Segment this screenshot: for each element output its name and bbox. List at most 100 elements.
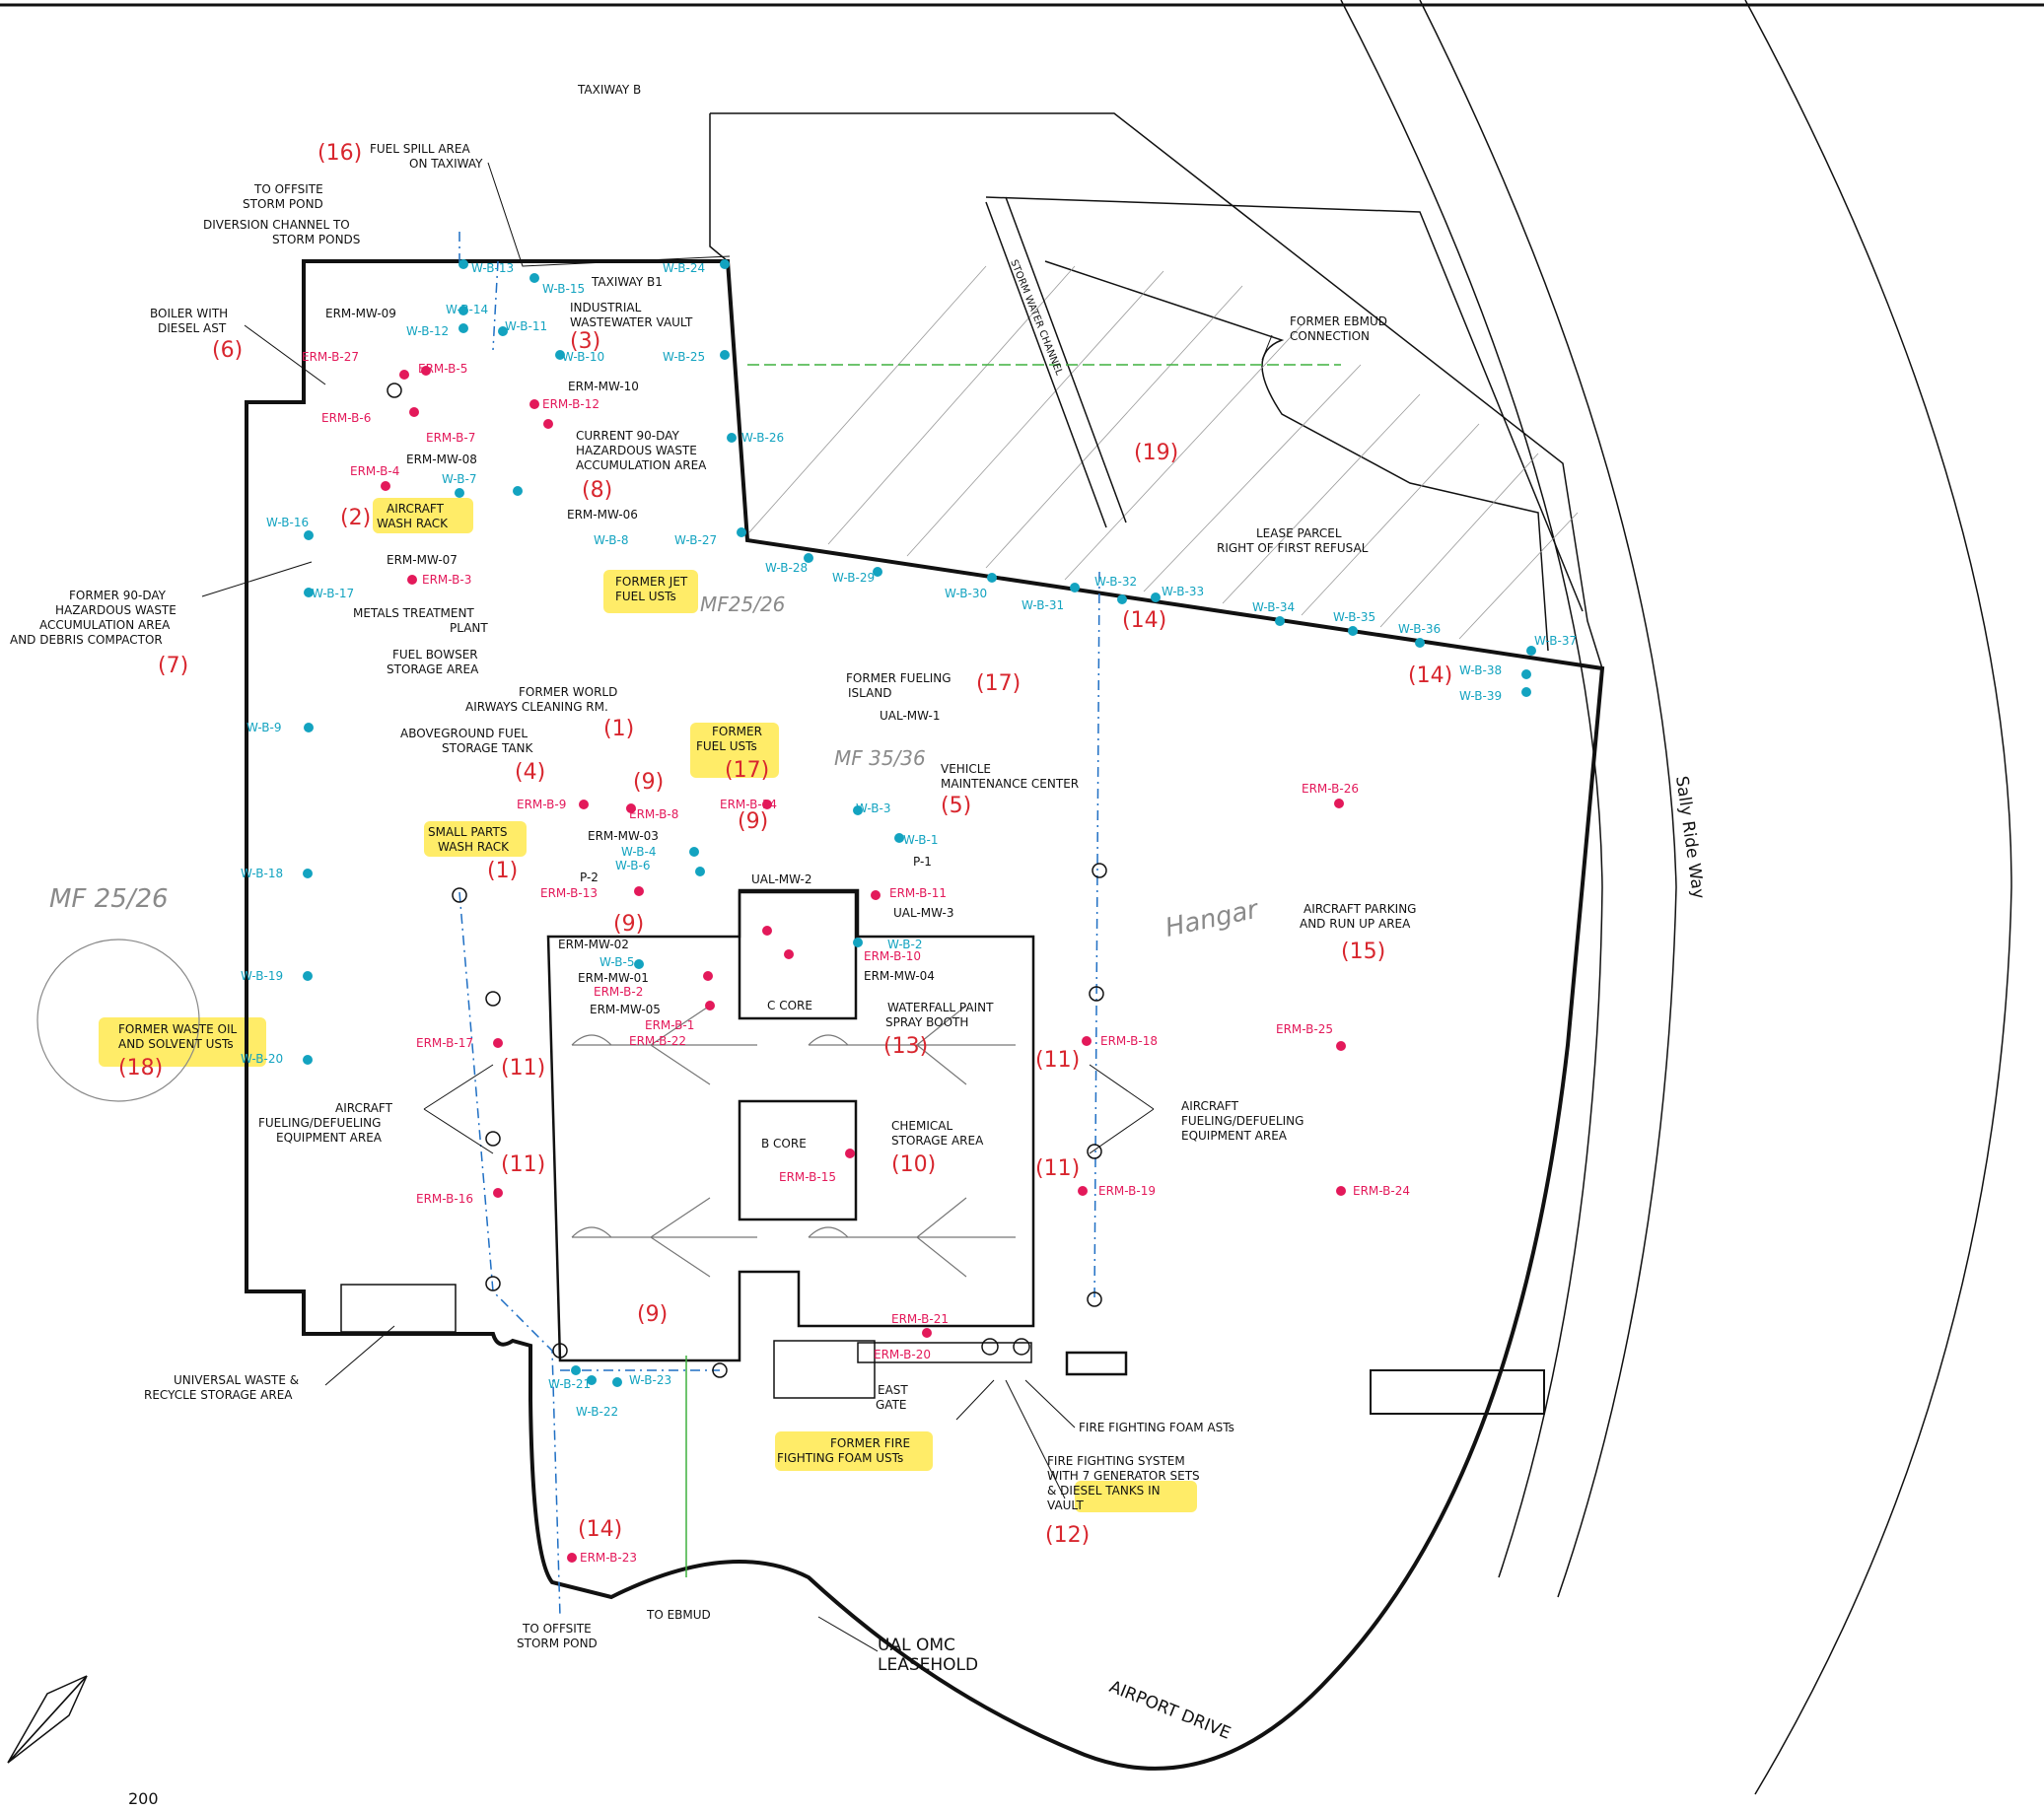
- svg-text:W-B-26: W-B-26: [741, 431, 784, 445]
- svg-text:(8): (8): [582, 478, 612, 503]
- taxiway-b-label: TAXIWAY B: [577, 83, 641, 97]
- svg-text:(9): (9): [738, 809, 768, 834]
- area-numbers: (16) (6) (3) (2) (8) (7) (19) (14) (14) …: [118, 141, 1452, 1548]
- leader-lines: [201, 162, 1273, 1652]
- svg-text:(17): (17): [976, 671, 1021, 696]
- storm-water-channel-strip: [985, 196, 1127, 528]
- svg-text:ERM-B-4: ERM-B-4: [350, 464, 399, 478]
- svg-text:ERM-B-17: ERM-B-17: [416, 1036, 473, 1050]
- svg-text:W-B-4: W-B-4: [621, 845, 656, 859]
- svg-text:ERM-MW-09: ERM-MW-09: [325, 307, 396, 320]
- svg-text:MF 25/26: MF 25/26: [49, 884, 169, 914]
- svg-text:W-B-36: W-B-36: [1398, 622, 1441, 636]
- svg-text:ERM-B-18: ERM-B-18: [1100, 1034, 1158, 1048]
- svg-text:W-B-29: W-B-29: [832, 571, 875, 585]
- svg-text:W-B-17: W-B-17: [312, 587, 354, 600]
- svg-text:ERM-MW-08: ERM-MW-08: [406, 453, 477, 466]
- svg-text:W-B-25: W-B-25: [663, 350, 705, 364]
- svg-text:W-B-32: W-B-32: [1094, 575, 1137, 589]
- svg-text:P-2: P-2: [580, 871, 599, 884]
- svg-text:W-B-20: W-B-20: [241, 1052, 283, 1066]
- svg-text:W-B-6: W-B-6: [615, 859, 650, 872]
- svg-text:(2): (2): [340, 506, 371, 530]
- svg-text:W-B-3: W-B-3: [856, 801, 890, 815]
- svg-text:(11): (11): [501, 1056, 545, 1080]
- svg-text:ERM-B-11: ERM-B-11: [889, 886, 947, 900]
- svg-text:W-B-22: W-B-22: [576, 1405, 618, 1419]
- svg-text:(15): (15): [1341, 940, 1385, 964]
- sally-ride-way-label: Sally Ride Way: [1671, 775, 1708, 900]
- svg-text:(17): (17): [725, 758, 769, 783]
- svg-text:ERM-B-23: ERM-B-23: [580, 1551, 637, 1565]
- svg-text:ERM-B-15: ERM-B-15: [779, 1170, 836, 1184]
- svg-text:MF 35/36: MF 35/36: [834, 746, 926, 770]
- handwritten-notes: MF 25/26 MF 35/36 MF25/26 Hangar: [49, 592, 1263, 943]
- scale-label: 200: [128, 1789, 159, 1808]
- storm-lines: [458, 232, 1100, 1618]
- svg-text:W-B-37: W-B-37: [1534, 634, 1577, 648]
- erm-labels: ERM-MW-09 ERM-B-27 ERM-B-5 ERM-MW-10 ERM…: [302, 307, 1410, 1565]
- svg-text:(11): (11): [1035, 1156, 1080, 1181]
- svg-text:UAL-MW-1: UAL-MW-1: [880, 709, 941, 723]
- svg-text:W-B-8: W-B-8: [594, 533, 628, 547]
- svg-text:(5): (5): [941, 794, 971, 818]
- svg-text:ERM-B-20: ERM-B-20: [874, 1348, 931, 1361]
- svg-text:ERM-MW-05: ERM-MW-05: [590, 1003, 661, 1016]
- b-core-label: B CORE: [761, 1137, 807, 1150]
- svg-text:W-B-13: W-B-13: [471, 261, 514, 275]
- svg-text:ERM-B-7: ERM-B-7: [426, 431, 475, 445]
- svg-text:ERM-B-16: ERM-B-16: [416, 1192, 473, 1206]
- svg-text:ERM-B-21: ERM-B-21: [891, 1312, 949, 1326]
- svg-text:(13): (13): [883, 1034, 928, 1059]
- svg-text:ERM-MW-02: ERM-MW-02: [558, 938, 629, 951]
- svg-text:W-B-23: W-B-23: [629, 1373, 671, 1387]
- svg-text:W-B-9: W-B-9: [247, 721, 281, 734]
- svg-text:(10): (10): [891, 1152, 936, 1177]
- svg-text:ERM-B-19: ERM-B-19: [1098, 1184, 1156, 1198]
- svg-text:ERM-B-24: ERM-B-24: [1353, 1184, 1410, 1198]
- svg-text:UAL-MW-3: UAL-MW-3: [893, 906, 954, 920]
- area-18-circle: [36, 939, 200, 1102]
- svg-text:(6): (6): [212, 338, 243, 363]
- svg-text:W-B-34: W-B-34: [1252, 600, 1295, 614]
- well-labels: W-B-13 W-B-15 W-B-24 W-B-14 W-B-12 W-B-1…: [241, 261, 1577, 1419]
- ebmud-lines: [685, 364, 1341, 1577]
- svg-text:W-B-15: W-B-15: [542, 282, 585, 296]
- to-ebmud-label: TO EBMUD: [646, 1608, 711, 1622]
- svg-text:(9): (9): [637, 1302, 668, 1327]
- svg-text:W-B-16: W-B-16: [266, 516, 309, 529]
- svg-text:(16): (16): [317, 141, 362, 166]
- svg-text:ERM-MW-07: ERM-MW-07: [387, 553, 458, 567]
- svg-text:W-B-7: W-B-7: [442, 472, 476, 486]
- svg-text:ERM-MW-04: ERM-MW-04: [864, 969, 935, 983]
- svg-text:W-B-5: W-B-5: [599, 955, 634, 969]
- svg-text:W-B-12: W-B-12: [406, 324, 449, 338]
- taxiway-b1-label: TAXIWAY B1: [591, 275, 663, 289]
- svg-text:ERM-MW-06: ERM-MW-06: [567, 508, 638, 522]
- site-boundary: [245, 0, 2012, 1795]
- svg-text:W-B-18: W-B-18: [241, 867, 283, 880]
- svg-text:ERM-B-22: ERM-B-22: [629, 1034, 686, 1048]
- fire-foam-asts-label: FIRE FIGHTING FOAM ASTs: [1079, 1421, 1234, 1434]
- svg-text:W-B-10: W-B-10: [562, 350, 604, 364]
